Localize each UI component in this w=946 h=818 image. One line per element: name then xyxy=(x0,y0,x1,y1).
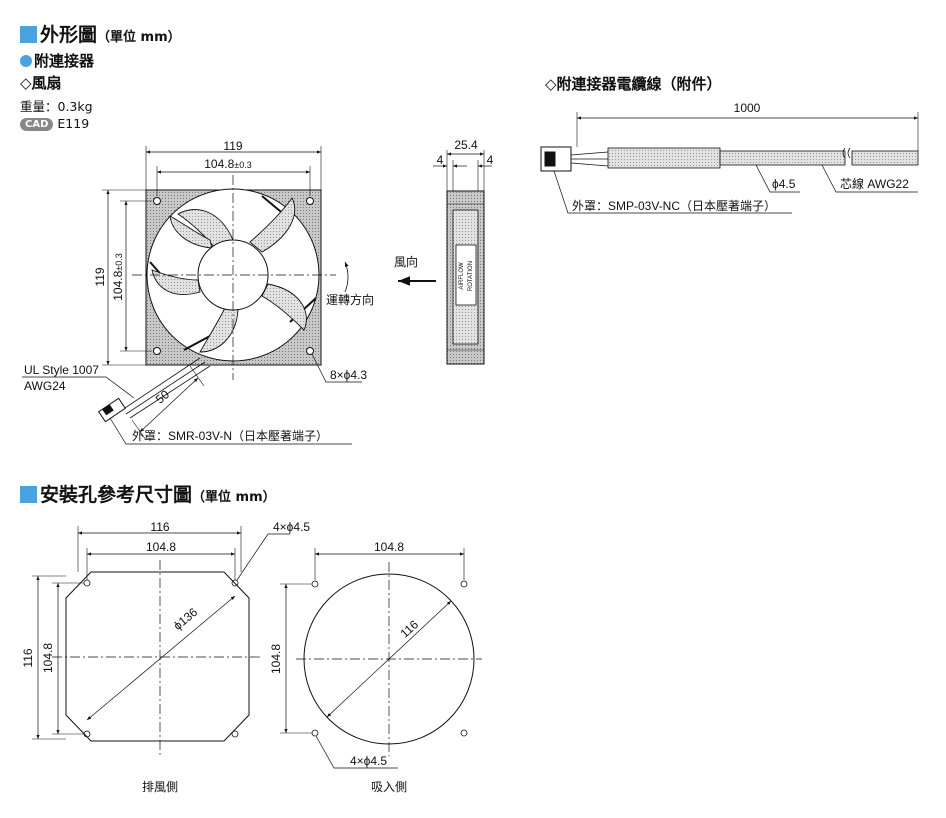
blue-square-icon xyxy=(20,486,37,503)
fan-side-view xyxy=(398,150,492,365)
fan-label: ◇風扇 xyxy=(20,74,62,92)
exhaust-holes: 4×ϕ4.5 xyxy=(273,520,310,534)
blue-dot-icon xyxy=(20,55,32,67)
fan-width-pitch: 104.8±0.3 xyxy=(204,157,251,171)
side-depth: 25.4 xyxy=(454,138,478,152)
airflow-label: 風向 xyxy=(394,254,418,269)
exhaust-height-pitch: 104.8 xyxy=(41,643,55,673)
exhaust-mounting-view xyxy=(32,526,290,755)
cad-badge: CAD xyxy=(20,118,54,131)
blue-square-icon xyxy=(20,26,37,43)
marking-rotation: ROTATION xyxy=(468,261,474,291)
mounting-title: 安裝孔參考尺寸圖（單位 mm） xyxy=(20,480,276,507)
ul-style-label: UL Style 1007 xyxy=(24,363,99,377)
weight-label: 重量：0.3kg xyxy=(20,99,93,114)
connector-cable xyxy=(540,112,919,214)
intake-side-label: 吸入側 xyxy=(371,780,407,794)
fan-housing-label: 外罩：SMR-03V-N（日本壓著端子） xyxy=(132,429,328,443)
rotation-label: 運轉方向 xyxy=(326,292,374,307)
intake-width-pitch: 104.8 xyxy=(374,540,404,554)
accessory-label: 附連接器 xyxy=(20,50,94,71)
exhaust-height-outer: 116 xyxy=(21,648,35,667)
cable-diameter: ϕ4.5 xyxy=(772,177,796,191)
awg24-label: AWG24 xyxy=(24,379,66,393)
fan-height-outer: 119 xyxy=(93,267,107,286)
intake-height-pitch: 104.8 xyxy=(269,644,283,674)
side-flange-left: 4 xyxy=(437,153,444,167)
intake-diameter: 116 xyxy=(398,617,422,640)
intake-mounting-view xyxy=(280,548,482,769)
cable-housing: 外罩：SMP-03V-NC（日本壓著端子） xyxy=(572,199,776,213)
side-flange-right: 4 xyxy=(487,153,494,167)
lead-length-label: 50 xyxy=(153,387,172,407)
exhaust-width-outer: 116 xyxy=(150,520,169,534)
outline-title: 外形圖（單位 mm） xyxy=(20,20,181,47)
exhaust-width-pitch: 104.8 xyxy=(146,540,176,554)
cable-title: ◇附連接器電纜線（附件） xyxy=(545,75,722,93)
marking-airflow: AIRFLOW xyxy=(459,262,465,290)
cable-core: 芯線 AWG22 xyxy=(840,176,909,191)
holes-label: 8×ϕ4.3 xyxy=(330,368,367,382)
fan-width-outer: 119 xyxy=(223,139,242,153)
fan-blades xyxy=(151,197,307,353)
cad-code: E119 xyxy=(57,116,90,131)
cable-length: 1000 xyxy=(734,101,761,115)
intake-holes: 4×ϕ4.5 xyxy=(350,754,387,768)
exhaust-side-label: 排風側 xyxy=(142,780,178,794)
fan-height-pitch: 104.8±0.3 xyxy=(111,253,125,300)
fan-front-view xyxy=(22,146,362,445)
